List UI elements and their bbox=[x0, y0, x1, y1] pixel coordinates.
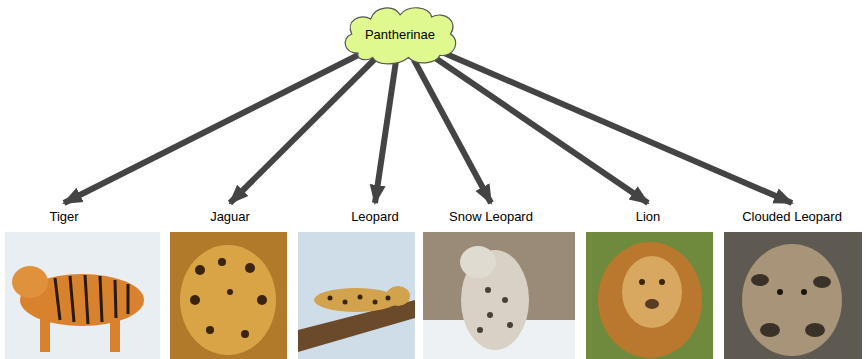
clouded-leopard-photo bbox=[724, 232, 862, 359]
jaguar-photo bbox=[170, 232, 287, 359]
group-name: Pantherinae bbox=[365, 27, 435, 43]
snow-leopard-photo bbox=[423, 232, 575, 359]
arrow-connector bbox=[64, 52, 363, 203]
species-node: Jaguar bbox=[170, 205, 287, 359]
species-node: Tiger bbox=[5, 205, 160, 359]
species-node: Snow Leopard bbox=[423, 205, 575, 359]
species-label: Leopard bbox=[351, 209, 399, 225]
species-node: Lion bbox=[586, 205, 713, 359]
species-label: Tiger bbox=[49, 209, 78, 225]
tiger-photo bbox=[5, 232, 160, 359]
species-label: Snow Leopard bbox=[449, 209, 533, 225]
arrow-connector bbox=[414, 59, 491, 203]
arrow-connector bbox=[375, 60, 396, 203]
species-node: Clouded Leopard bbox=[724, 205, 862, 359]
arrow-connector bbox=[230, 57, 376, 203]
species-label: Lion bbox=[636, 209, 661, 225]
species-node: Leopard bbox=[298, 205, 415, 359]
lion-photo bbox=[586, 232, 713, 359]
arrow-connector bbox=[439, 51, 792, 203]
species-label: Clouded Leopard bbox=[742, 209, 842, 225]
cloud-node: Pantherinae bbox=[337, 2, 463, 66]
species-label: Jaguar bbox=[210, 209, 250, 225]
leopard-photo bbox=[298, 232, 415, 359]
